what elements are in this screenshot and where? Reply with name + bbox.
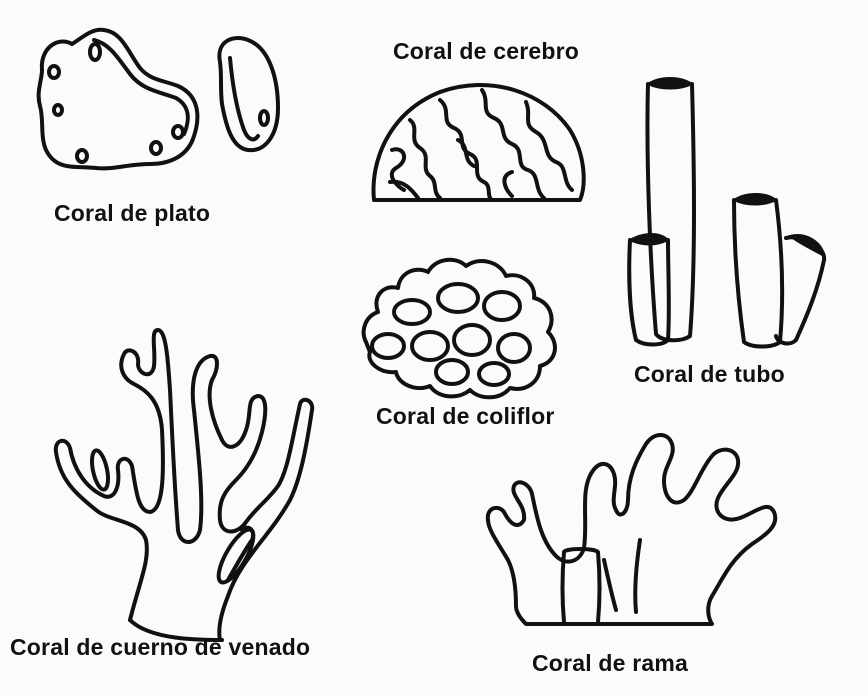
tube-coral-label: Coral de tubo — [634, 361, 785, 387]
cauliflower-coral-drawing — [361, 257, 557, 400]
cauliflower-coral-label: Coral de coliflor — [376, 403, 555, 429]
tube-coral-drawing — [627, 77, 827, 349]
staghorn-coral-label: Coral de cuerno de venado — [10, 634, 311, 660]
brain-coral-label: Coral de cerebro — [393, 38, 579, 64]
branch-coral-drawing — [485, 433, 778, 626]
plate-coral-drawing — [36, 27, 280, 171]
brain-coral-drawing — [371, 83, 586, 202]
staghorn-coral-drawing — [53, 328, 315, 642]
plate-coral-label: Coral de plato — [54, 200, 211, 226]
branch-coral-label: Coral de rama — [532, 650, 688, 676]
